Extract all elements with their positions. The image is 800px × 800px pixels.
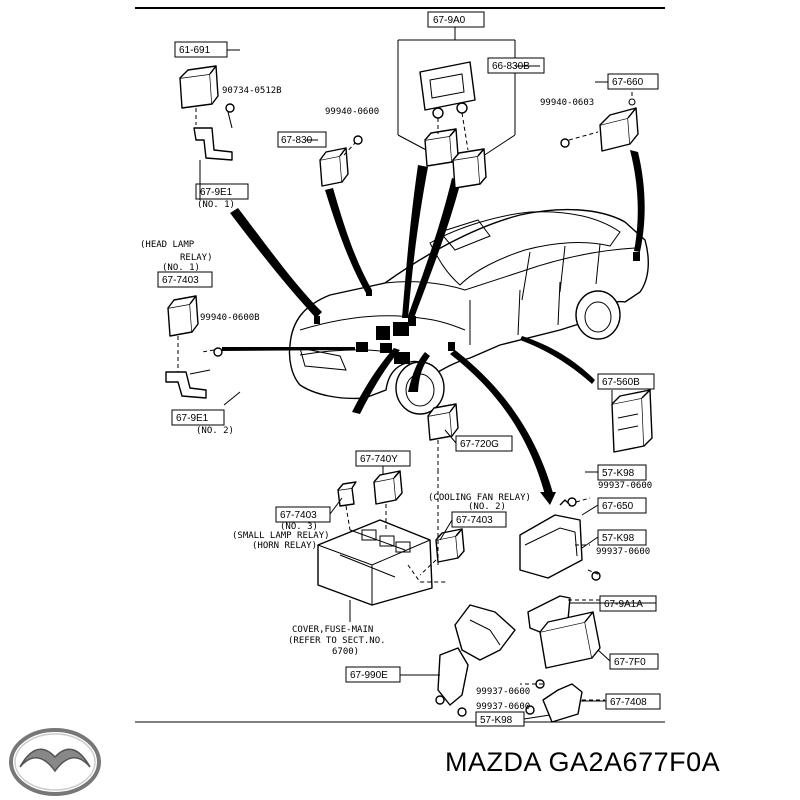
label-99937-0600-a: 99937-0600 [598,481,652,491]
label-67-9a0: 67-9A0 [433,15,466,26]
label-99937-0600-b: 99937-0600 [596,547,650,557]
part-number-title: MAZDA GA2A677F0A [445,747,721,777]
label-head-lamp-1: (HEAD LAMP [140,240,195,250]
label-67-7403-a: 67-7403 [162,275,199,286]
label-67-9e1-2: 67-9E1 [176,413,209,424]
label-61-691: 61-691 [179,45,211,56]
label-99940-0600b: 99940-0600B [200,313,260,323]
relay-61-691 [179,65,235,161]
label-cover-3: 6700) [332,647,359,657]
label-cover-1: COVER,FUSE-MAIN [292,625,373,635]
bracket-67-650 [519,497,601,581]
label-no2-a: (NO. 2) [196,426,234,436]
label-67-720g: 67-720G [460,439,499,450]
relay-67-720g [427,403,459,470]
relay-head-lamp [165,295,223,399]
label-no1-b: (NO. 1) [162,263,200,273]
labels: 61-691 90734-0512B 67-9E1 (NO. 1) 67-830… [140,11,661,727]
module-67-560b [611,389,653,453]
label-99937-0600-d: 99937-0600 [476,702,530,712]
label-99937-0600-c: 99937-0600 [476,687,530,697]
label-small-lamp: (SMALL LAMP RELAY) [232,531,330,541]
label-67-990e: 67-990E [350,670,388,681]
lower-brackets [435,595,605,723]
label-67-660: 67-660 [612,77,644,88]
car-illustration [288,208,649,415]
label-67-7403-c: 67-7403 [280,510,317,521]
fuse-box-cover [317,470,465,606]
label-horn: (HORN RELAY) [252,541,317,551]
relay-67-830 [319,135,363,187]
label-67-740y: 67-740Y [360,454,398,465]
pointer-wedges [222,150,645,505]
label-66-830b: 66-830B [492,61,530,72]
label-67-560b: 67-560B [602,377,640,388]
label-57-k98-c: 57-K98 [480,715,513,726]
label-67-830: 67-830 [281,135,313,146]
label-99940-0603: 99940-0603 [540,98,594,108]
label-57-k98-a: 57-K98 [602,468,635,479]
label-57-k98-b: 57-K98 [602,533,635,544]
label-67-7408: 67-7408 [610,697,647,708]
unit-67-660 [560,84,639,152]
label-99940-0600: 99940-0600 [325,107,379,117]
label-cooling-fan: (COOLING FAN RELAY) [428,493,531,503]
label-67-7403-b: 67-7403 [456,515,493,526]
label-90734-0512b: 90734-0512B [222,86,282,96]
label-cover-2: (REFER TO SECT.NO. [288,636,386,646]
label-no1-a: (NO. 1) [197,200,235,210]
label-67-9a1a: 67-9A1A [604,599,643,610]
label-67-7f0: 67-7F0 [614,657,646,668]
bracket-67-9a0 [397,28,516,189]
label-67-650: 67-650 [602,501,634,512]
label-67-9e1-1: 67-9E1 [200,187,233,198]
mazda-logo-icon [9,728,101,796]
label-head-lamp-2: RELAY) [180,253,213,263]
label-no2-b: (NO. 2) [468,502,506,512]
label-no3: (NO. 3) [280,522,318,532]
